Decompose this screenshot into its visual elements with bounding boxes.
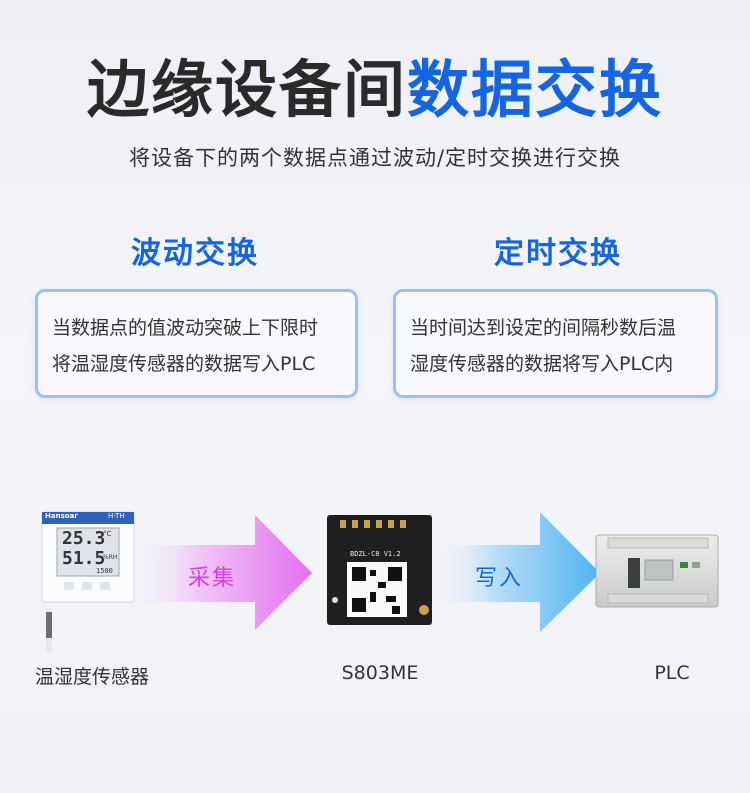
title-part2: 数据交换 [407,53,664,126]
title-part1: 边缘设备间 [86,53,407,126]
mode-card-line: 当数据点的值波动突破上下限时 [52,317,319,339]
mode-title-fluctuation: 波动交换 [131,236,259,271]
mode-card-line: 将温湿度传感器的数据写入PLC [52,353,316,375]
mode-card-timed: 当时间达到设定的间隔秒数后温 湿度传感器的数据将写入PLC内 [393,289,718,398]
flow-diagram: Hansoar H-TH 25.3 °C 51.5 %RH 1500 BDZL-… [0,470,750,710]
sensor-hum-unit: %RH [103,554,118,561]
device-label-module: S803ME [341,662,419,684]
arrow-collect-label: 采集 [188,566,237,591]
arrow-write-label: 写入 [475,566,524,591]
arrow-collect [138,515,312,630]
sensor-temp-unit: °C [103,530,112,538]
sensor-model: H-TH [108,512,125,520]
device-label-plc: PLC [654,662,690,684]
sensor-temp: 25.3 [62,528,106,549]
mode-card-line: 湿度传感器的数据将写入PLC内 [410,353,674,375]
device-label-sensor: 温湿度传感器 [34,666,149,688]
mode-title-timed: 定时交换 [494,236,622,271]
sensor-brand: Hansoar [45,512,78,520]
plc-device [595,534,719,608]
mode-card-fluctuation: 当数据点的值波动突破上下限时 将温湿度传感器的数据写入PLC [35,289,358,398]
sensor-device [41,511,135,652]
arrow-write [440,512,600,632]
module-silk-text: BDZL-C8 V1.2 [350,550,401,558]
sensor-hum: 51.5 [62,548,106,569]
page-subtitle: 将设备下的两个数据点通过波动/定时交换进行交换 [128,146,622,170]
s803me-module [327,515,432,625]
mode-card-line: 当时间达到设定的间隔秒数后温 [410,317,677,339]
flow-graphics [41,511,719,652]
sensor-reading: 1500 [96,567,113,575]
page-title: 边缘设备间数据交换 [0,50,750,130]
